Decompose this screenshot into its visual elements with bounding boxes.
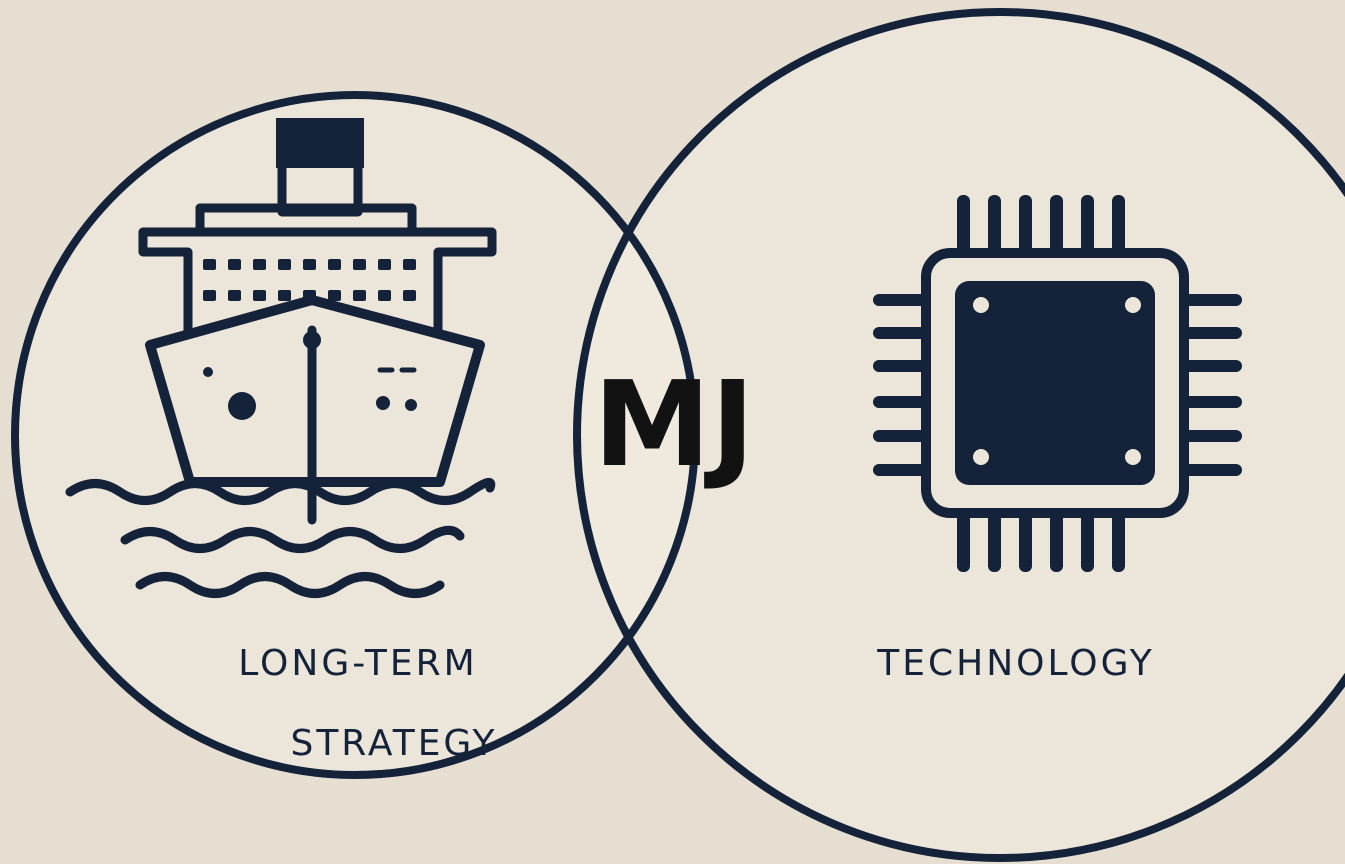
ship-upper-deck [195,203,417,237]
right-label: TECHNOLOGY [876,643,1154,684]
ship-bow-dot [303,331,321,349]
wave-3 [135,572,445,598]
wave-2 [120,525,465,553]
chip-pins-bottom [957,510,1125,572]
left-label-line1: LONG-TERM [238,643,477,684]
left-circle [11,91,699,779]
ship-windows-top [203,259,416,270]
ship-funnel [276,118,364,168]
chip-die [955,281,1155,485]
chip-pins-left [873,294,933,476]
left-label-line2: STRATEGY [290,723,497,764]
ship-porthole-small [203,367,213,377]
ship-windows-bottom [203,290,416,301]
chip-dot-tl [973,297,989,313]
chip-pins-top [957,195,1125,255]
right-circle [573,8,1345,862]
ship-porthole-large [228,392,256,420]
chip-dot-br [1125,449,1141,465]
microchip-icon [873,195,1242,572]
chip-pins-right [1180,294,1242,476]
wave-1 [65,477,496,505]
ship-icon [65,118,497,598]
center-label: MJ [593,355,754,493]
ship-porthole-right-1 [376,396,390,410]
ship-superstructure [138,227,497,335]
ship-porthole-right-2 [405,399,417,411]
chip-dot-tr [1125,297,1141,313]
chip-dot-bl [973,449,989,465]
